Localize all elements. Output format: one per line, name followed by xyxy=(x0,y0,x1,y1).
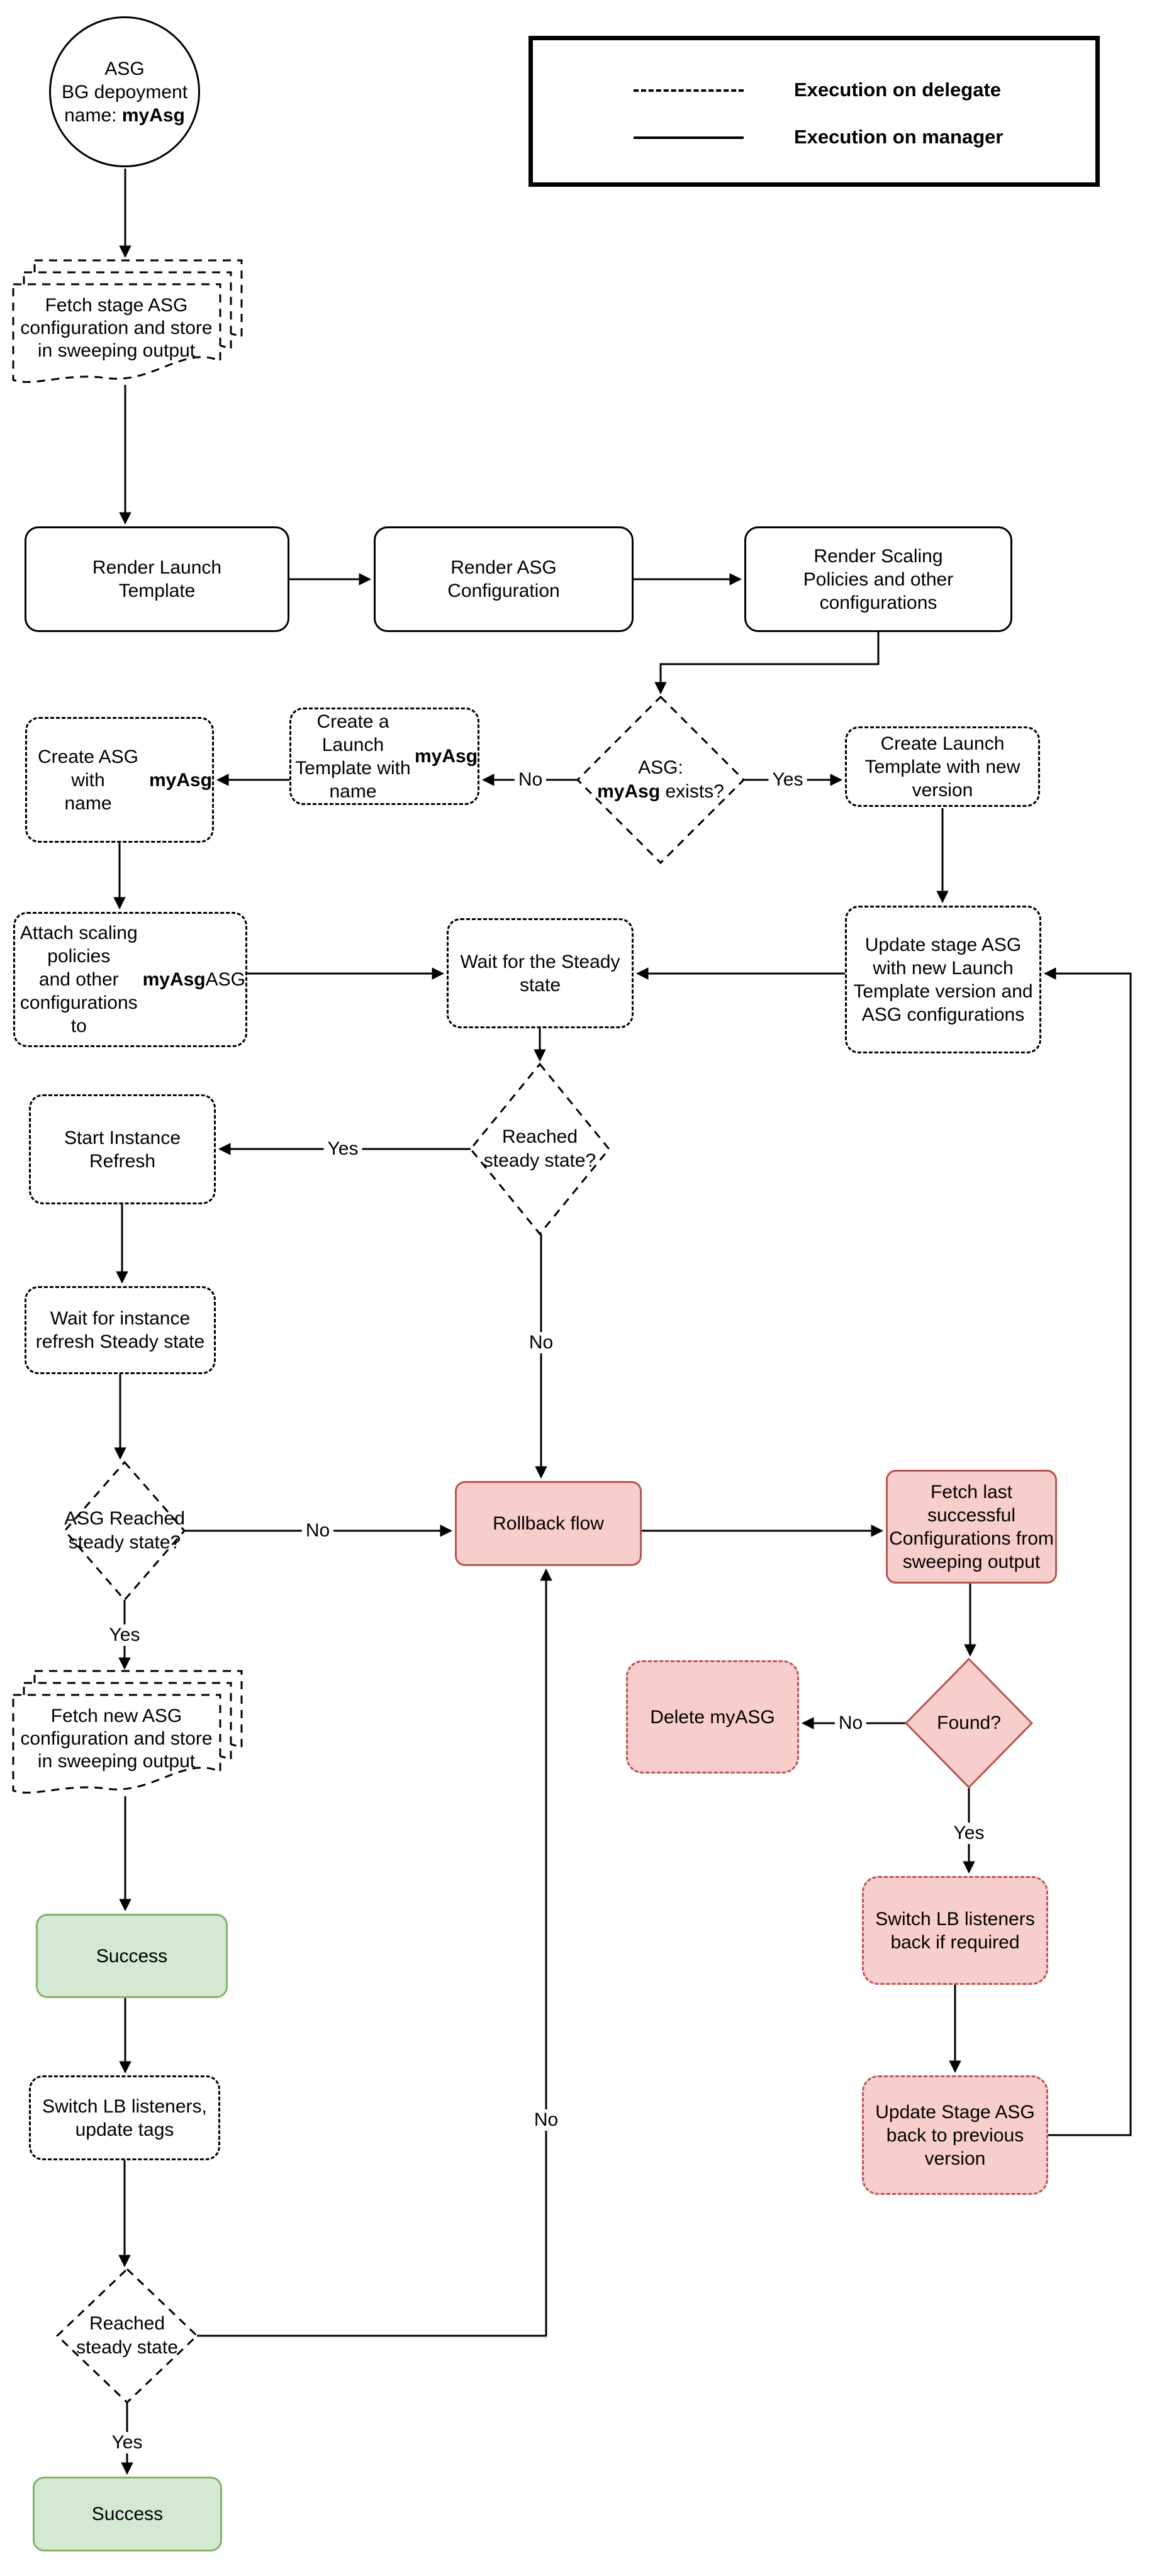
reached-steady-yes-label: Yes xyxy=(323,1138,362,1160)
legend-delegate-label: Execution on delegate xyxy=(794,79,1002,101)
delete-asg-box: Delete myASG xyxy=(626,1660,799,1774)
legend: Execution on delegate Execution on manag… xyxy=(528,36,1100,187)
final-steady-no-label: No xyxy=(530,2109,562,2131)
asg-exists-label: ASG:myAsg exists? xyxy=(597,757,724,802)
found-yes-label: Yes xyxy=(949,1823,988,1844)
found-diamond xyxy=(904,1657,1034,1789)
switch-lb-box: Switch LB listeners,update tags xyxy=(29,2075,220,2160)
final-steady-yes-label: Yes xyxy=(108,2432,147,2453)
asg-exists-diamond xyxy=(576,695,746,865)
asg-exists-yes-label: Yes xyxy=(768,769,807,791)
success-final-box: Success xyxy=(33,2477,222,2551)
reached-steady-no-label: No xyxy=(525,1332,557,1353)
asg-reached-no-label: No xyxy=(301,1520,334,1541)
asg-reached-diamond xyxy=(64,1460,186,1602)
found-label: Found? xyxy=(937,1713,1001,1733)
fetch-new-document-shape xyxy=(12,1670,243,1794)
edge-render-scaling-to-asg-exists xyxy=(654,632,880,694)
edge-final-steady-no-to-rollback xyxy=(197,1568,552,2337)
success-deploy-box: Success xyxy=(36,1914,228,1998)
reached-steady-diamond xyxy=(469,1062,610,1236)
asg-reached-yes-label: Yes xyxy=(105,1624,144,1646)
fetch-stage-document-shape xyxy=(12,259,243,383)
legend-solid-line-sample xyxy=(634,136,744,139)
legend-dashed-line-sample xyxy=(634,89,744,92)
legend-manager-label: Execution on manager xyxy=(794,126,1004,148)
final-steady-diamond xyxy=(55,2267,199,2404)
found-no-label: No xyxy=(834,1713,867,1734)
rollback-box: Rollback flow xyxy=(455,1481,642,1566)
edge-update-back-loop-to-update-stage xyxy=(1044,967,1132,2136)
fetch-stage-doc-layer-front xyxy=(12,283,221,383)
fetch-new-doc-layer-front xyxy=(12,1694,221,1794)
asg-exists-no-label: No xyxy=(514,769,547,791)
